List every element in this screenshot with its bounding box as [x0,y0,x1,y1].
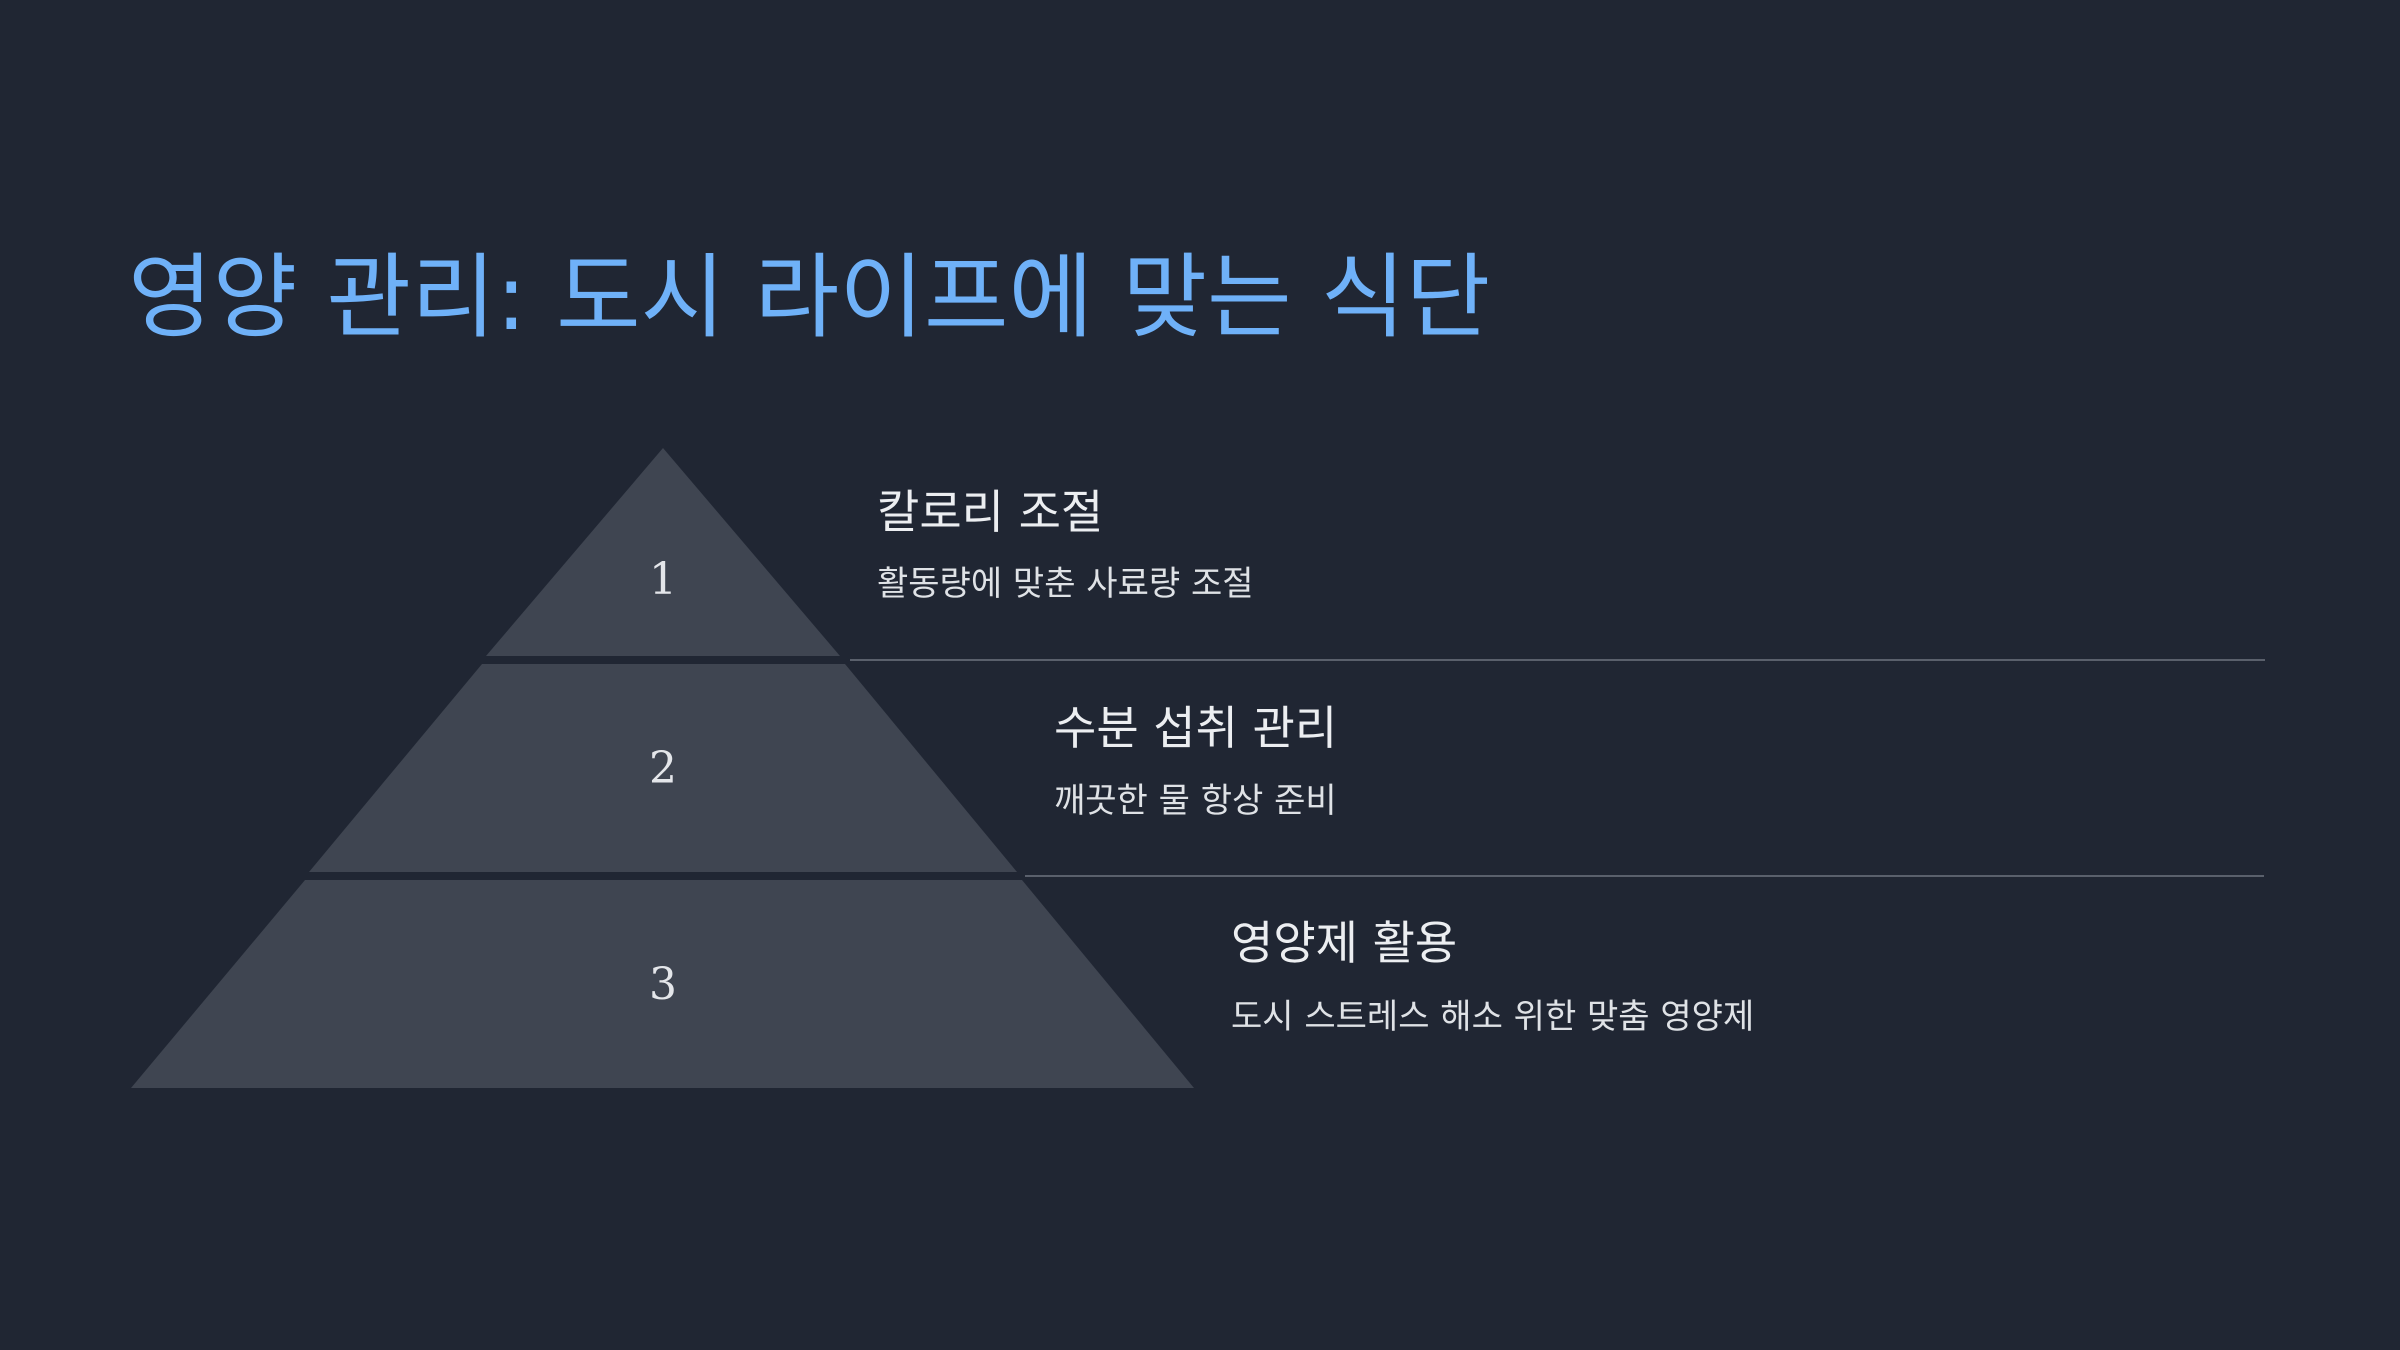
level-heading-2: 수분 섭취 관리 [1054,701,1338,755]
pyramid-tier-2 [309,664,1017,872]
level-divider-2 [1025,875,2264,877]
level-description-1: 활동량에 맞춘 사료량 조절 [877,564,1254,604]
level-divider-1 [850,659,2265,661]
pyramid-tier-3 [131,880,1194,1088]
level-number-2: 2 [649,743,677,794]
pyramid-tier-1 [486,448,840,656]
level-description-2: 깨끗한 물 항상 준비 [1054,781,1337,821]
page-title: 영양 관리: 도시 라이프에 맞는 식단 [128,244,1491,351]
level-number-1: 1 [649,554,677,605]
level-number-3: 3 [649,959,677,1010]
level-heading-1: 칼로리 조절 [877,485,1104,539]
level-description-3: 도시 스트레스 해소 위한 맞춤 영양제 [1231,997,1755,1037]
level-heading-3: 영양제 활용 [1231,916,1458,970]
